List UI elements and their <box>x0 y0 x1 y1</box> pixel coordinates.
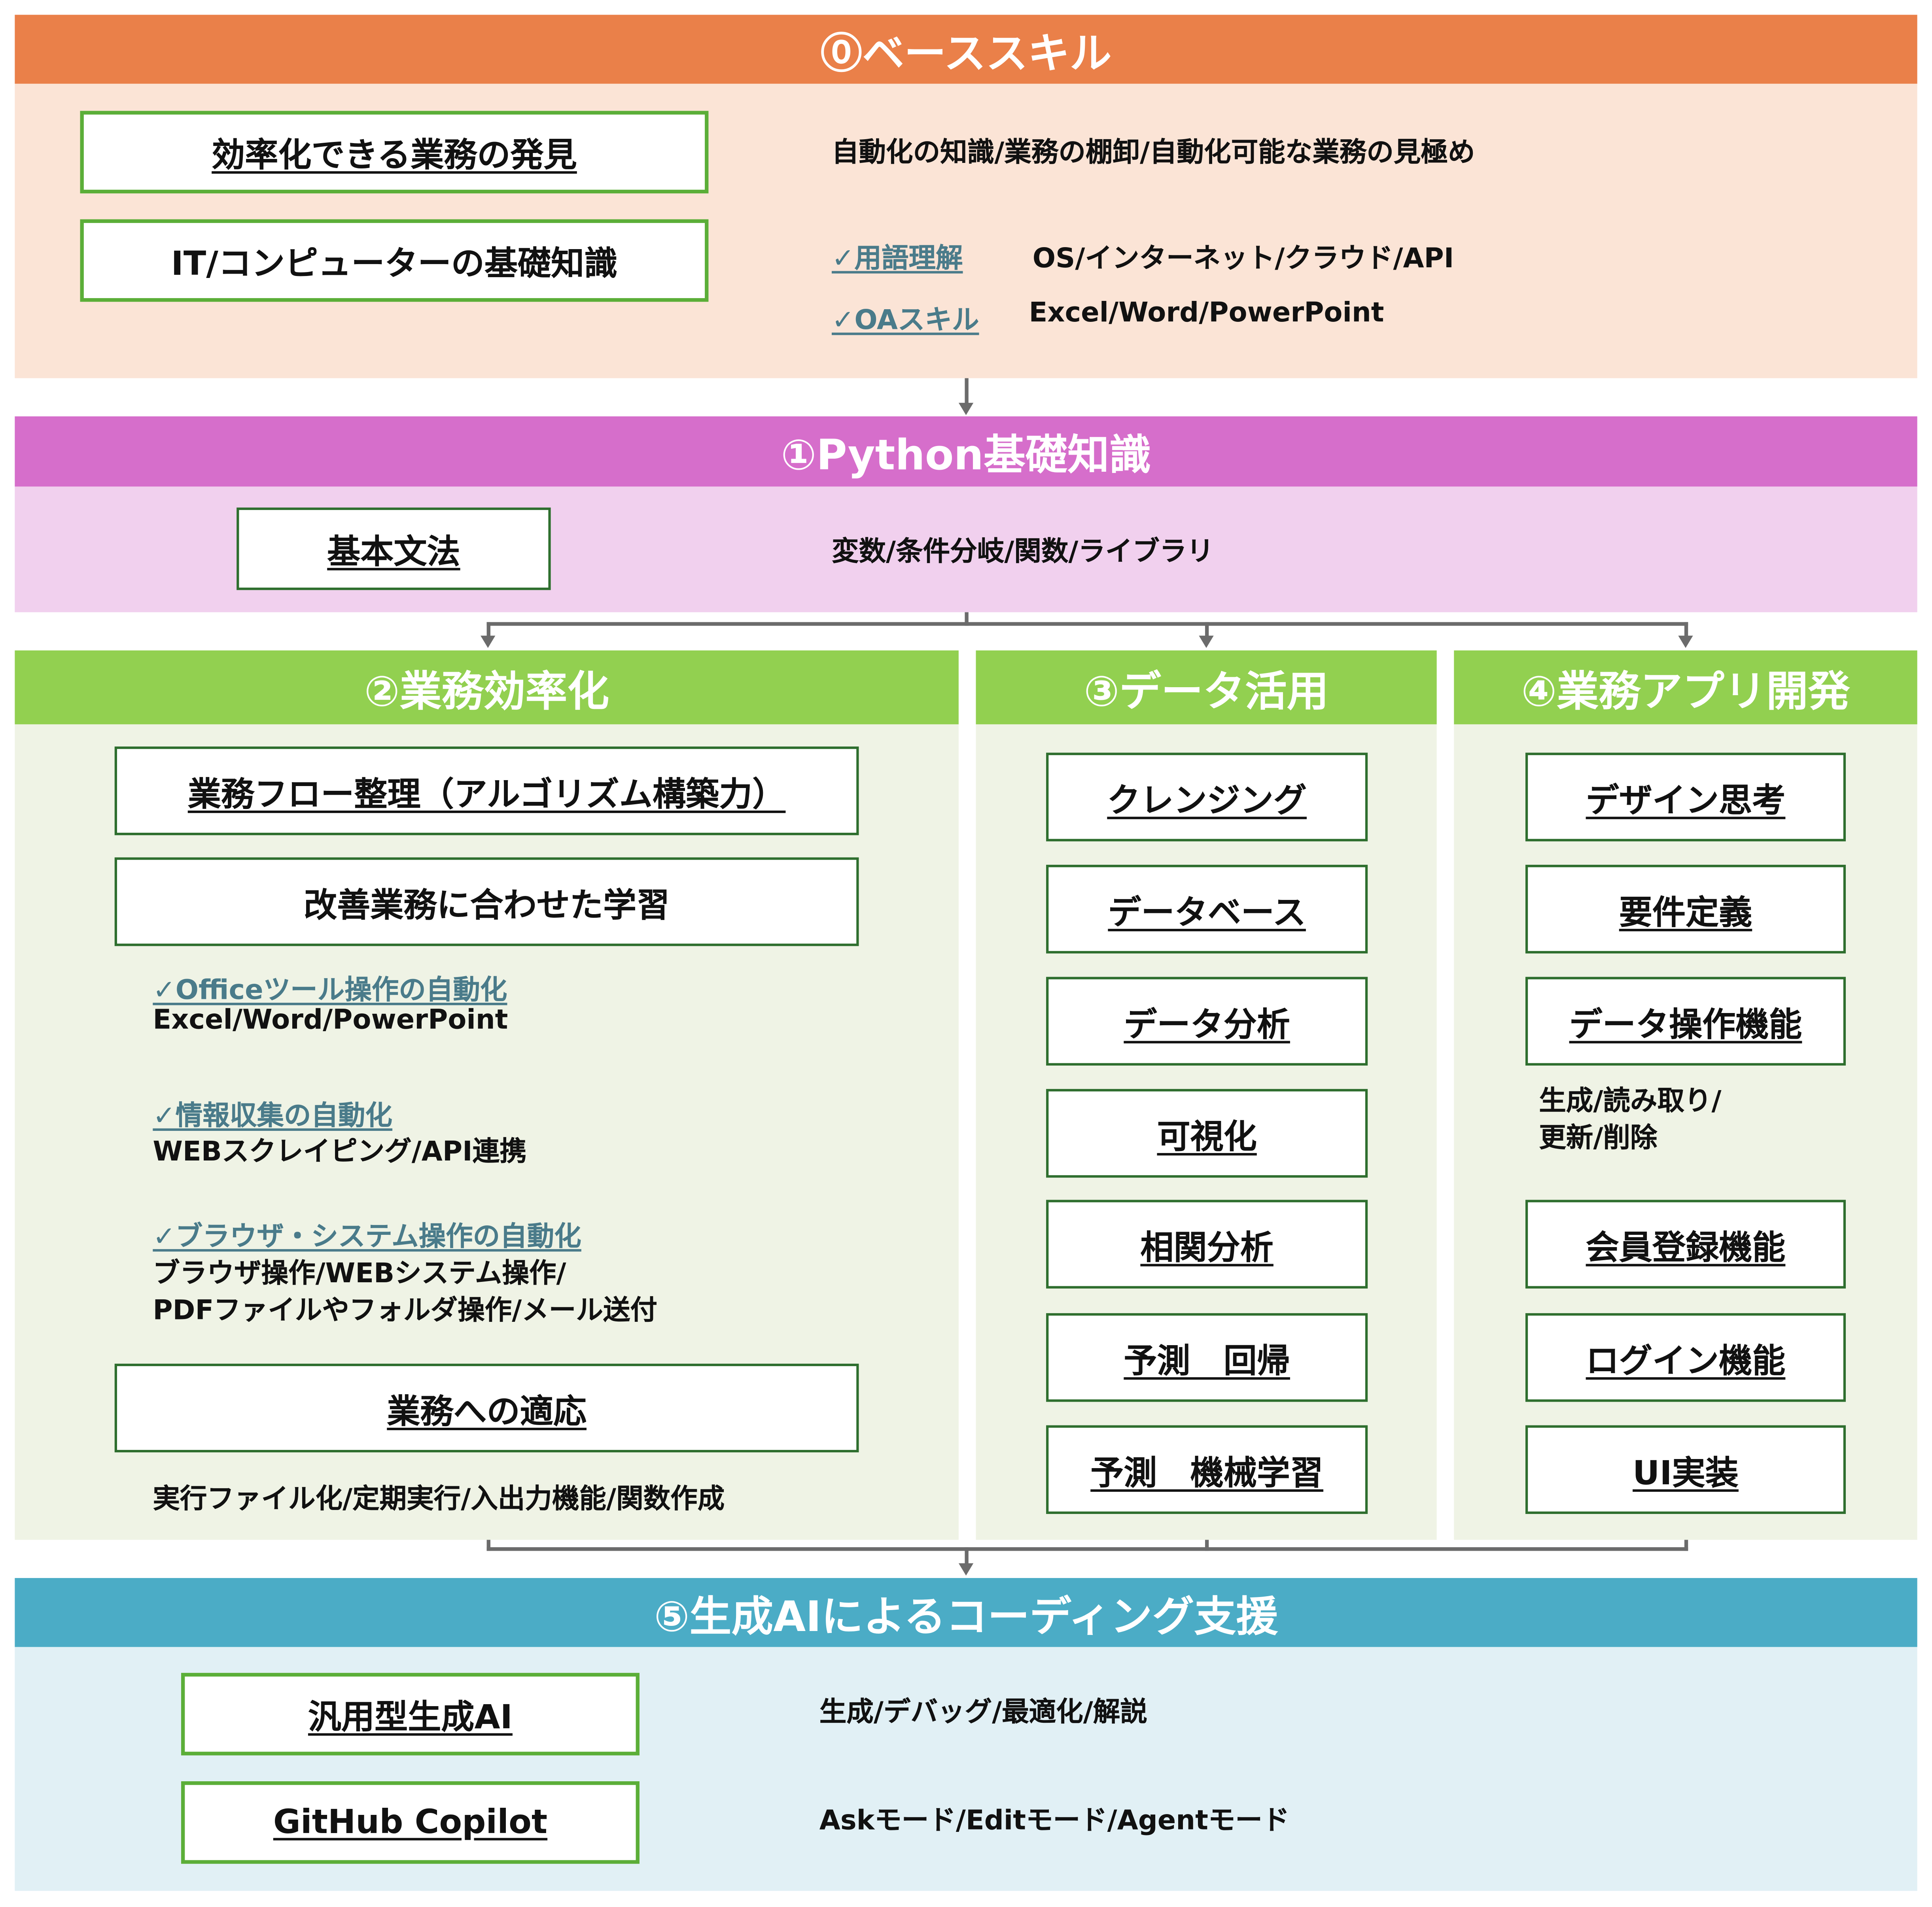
section-0-title: ⓪ベーススキル <box>820 29 1112 78</box>
connector-line <box>486 622 490 637</box>
skill-description: 自動化の知識/業務の棚卸/自動化可能な業務の見極め <box>831 138 1475 169</box>
skill-label: 予測 回帰 <box>1124 1342 1290 1380</box>
arrow-down-icon <box>958 403 974 415</box>
skill-description: Askモード/Editモード/Agentモード <box>819 1806 1290 1837</box>
skill-description: 実行ファイル化/定期実行/入出力機能/関数作成 <box>153 1484 725 1516</box>
section-2-title: ②業務効率化 <box>364 667 609 716</box>
skill-box: IT/コンピューターの基礎知識 <box>80 219 709 302</box>
skill-label: データ分析 <box>1124 1005 1290 1044</box>
section-0-header: ⓪ベーススキル <box>15 15 1917 84</box>
skill-label: ログイン機能 <box>1586 1342 1786 1380</box>
skill-box: 改善業務に合わせた学習 <box>114 857 859 946</box>
skill-label: 業務への適応 <box>387 1393 587 1431</box>
section-2-header: ②業務効率化 <box>15 650 959 724</box>
skill-box: 業務への適応 <box>114 1363 859 1453</box>
check-text: OS/インターネット/クラウド/API <box>1032 244 1454 275</box>
skill-label: UI実装 <box>1633 1454 1739 1493</box>
skill-box: デザイン思考 <box>1525 752 1846 841</box>
skill-box: 要件定義 <box>1525 865 1846 954</box>
connector-line <box>486 622 1688 626</box>
section-5-title: ⑤生成AIによるコーディング支援 <box>654 1592 1278 1642</box>
skill-label: データ操作機能 <box>1569 1005 1802 1044</box>
check-text: WEBスクレイピング/API連携 <box>153 1137 527 1168</box>
arrow-down-icon <box>1678 635 1693 648</box>
skill-label: GitHub Copilot <box>273 1803 548 1842</box>
skill-box: ログイン機能 <box>1525 1313 1846 1402</box>
section-4-title: ④業務アプリ開発 <box>1521 667 1850 716</box>
skill-box: クレンジング <box>1046 752 1368 841</box>
skill-box: 予測 回帰 <box>1046 1313 1368 1402</box>
section-1-header: ①Python基礎知識 <box>15 416 1917 487</box>
connector-line <box>1205 1540 1209 1551</box>
check-text: PDFファイルやフォルダ操作/メール送付 <box>153 1296 657 1327</box>
skill-label: 相関分析 <box>1140 1228 1273 1267</box>
skill-box: 汎用型生成AI <box>181 1673 640 1756</box>
skill-description: 生成/デバッグ/最適化/解説 <box>819 1697 1147 1729</box>
connector-line <box>965 378 969 405</box>
skill-label: 要件定義 <box>1619 894 1752 932</box>
skill-label: データベース <box>1108 894 1306 932</box>
check-label: ✓OAスキル <box>831 305 979 336</box>
skill-label: 可視化 <box>1157 1118 1257 1156</box>
section-3-header: ③データ活用 <box>976 650 1437 724</box>
check-label: ✓情報収集の自動化 <box>153 1101 393 1132</box>
skill-box: 効率化できる業務の発見 <box>80 111 709 194</box>
skill-note: 生成/読み取り/ <box>1539 1086 1722 1117</box>
check-text: Excel/Word/PowerPoint <box>153 1005 508 1036</box>
connector-line <box>1684 622 1688 637</box>
skill-box: データベース <box>1046 865 1368 954</box>
connector-line <box>1205 622 1209 637</box>
skill-box: 会員登録機能 <box>1525 1200 1846 1289</box>
skill-label: クレンジング <box>1107 781 1307 820</box>
connector-line <box>965 612 969 626</box>
section-5-header: ⑤生成AIによるコーディング支援 <box>15 1578 1917 1647</box>
skill-label: 予測 機械学習 <box>1090 1454 1324 1493</box>
check-label: ✓用語理解 <box>831 244 963 275</box>
check-text: ブラウザ操作/WEBシステム操作/ <box>153 1259 566 1290</box>
skill-box: GitHub Copilot <box>181 1781 640 1864</box>
check-label: ✓ブラウザ・システム操作の自動化 <box>153 1222 581 1253</box>
skill-label: 基本文法 <box>327 533 460 572</box>
skill-label: 改善業務に合わせた学習 <box>303 886 670 925</box>
skill-description: 変数/条件分岐/関数/ライブラリ <box>831 537 1214 568</box>
skill-label: 会員登録機能 <box>1586 1228 1786 1267</box>
skill-box: 可視化 <box>1046 1089 1368 1178</box>
skill-box: UI実装 <box>1525 1425 1846 1514</box>
section-1-title: ①Python基礎知識 <box>781 431 1151 481</box>
connector-line <box>965 1547 969 1565</box>
skill-label: 業務フロー整理（アルゴリズム構築力） <box>187 775 786 814</box>
arrow-down-icon <box>481 635 496 648</box>
skill-note: 更新/削除 <box>1539 1123 1658 1155</box>
connector-line <box>486 1547 1688 1551</box>
skill-label: 効率化できる業務の発見 <box>212 136 577 175</box>
skill-box: 相関分析 <box>1046 1200 1368 1289</box>
check-label: ✓Officeツール操作の自動化 <box>153 975 507 1007</box>
section-4-header: ④業務アプリ開発 <box>1454 650 1917 724</box>
skill-label: IT/コンピューターの基礎知識 <box>171 245 618 283</box>
arrow-down-icon <box>958 1563 974 1576</box>
skill-box: 予測 機械学習 <box>1046 1425 1368 1514</box>
section-3-title: ③データ活用 <box>1084 667 1329 716</box>
skill-label: 汎用型生成AI <box>308 1699 513 1737</box>
skill-box: データ操作機能 <box>1525 977 1846 1066</box>
skill-box: 業務フロー整理（アルゴリズム構築力） <box>114 746 859 835</box>
check-text: Excel/Word/PowerPoint <box>1029 298 1384 329</box>
section-4-body <box>1454 724 1917 1540</box>
skill-box: 基本文法 <box>237 507 551 590</box>
arrow-down-icon <box>1199 635 1214 648</box>
skill-box: データ分析 <box>1046 977 1368 1066</box>
connector-line <box>486 1540 490 1551</box>
connector-line <box>1684 1540 1688 1551</box>
skill-label: デザイン思考 <box>1586 781 1786 820</box>
